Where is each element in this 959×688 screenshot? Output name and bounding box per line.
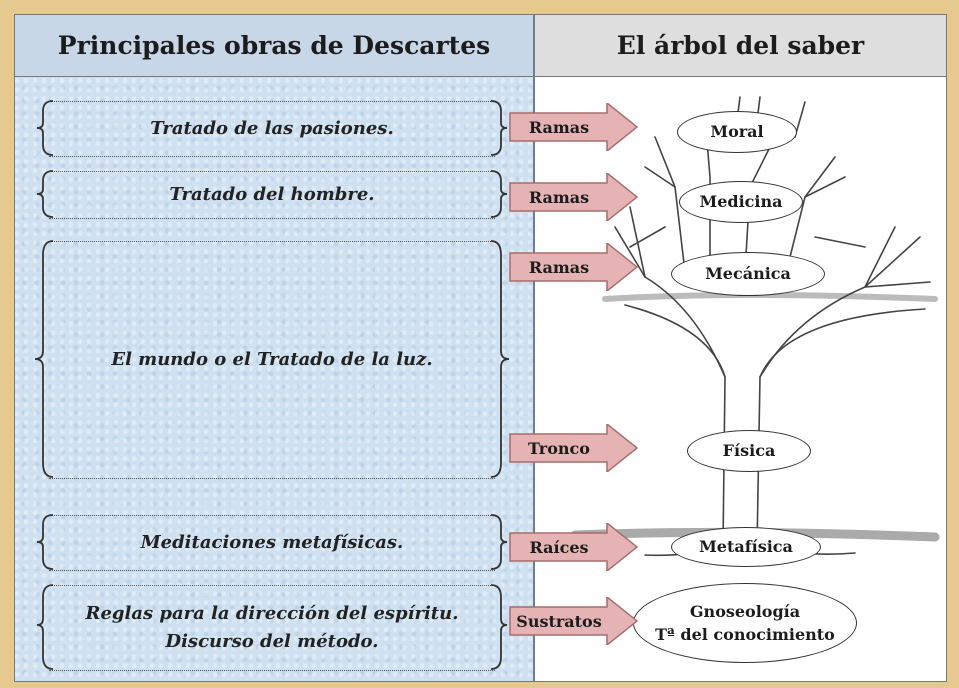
node-moral: Moral [677,111,797,153]
arrow-ramas-1: Ramas [509,101,639,153]
work-label-2: Discurso del método. [165,631,379,652]
work-mundo: El mundo o el Tratado de la luz. [49,241,495,479]
node-fisica: Física [687,430,811,472]
work-hombre: Tratado del hombre. [49,171,495,219]
trunk-left [624,304,726,548]
arrow-sustratos: Sustratos [509,595,639,647]
works-header: Principales obras de Descartes [15,15,533,77]
node-gnoseologia-line2: Tª del conocimiento [655,625,835,644]
ground-upper [602,292,938,302]
arrow-shape [509,521,639,573]
node-metafisica: Metafísica [671,527,821,567]
node-mecanica: Mecánica [671,252,825,296]
braces [34,100,510,670]
node-gnoseologia: Gnoseología Tª del conocimiento [633,583,857,663]
column-divider [533,15,535,681]
arrow-ramas-3: Ramas [509,241,639,293]
arrow-shape [509,101,639,153]
node-gnoseologia-line1: Gnoseología [689,601,801,621]
arrow-label: Raíces [529,537,589,557]
tree-header: El árbol del saber [535,15,946,77]
work-reglas: Reglas para la dirección del espíritu. D… [49,585,495,671]
arrow-shape [509,241,639,293]
arrow-label: Ramas [528,257,590,277]
arrow-shape [509,595,639,647]
arrow-label: Sustratos [516,611,602,631]
work-label: Reglas para la dirección del espíritu. [85,603,459,625]
diagram-panel: Principales obras de Descartes El árbol … [14,14,947,682]
work-label: Meditaciones metafísicas. [140,532,404,554]
arrow-label: Ramas [528,117,590,137]
node-medicina: Medicina [679,181,803,223]
arrow-label: Ramas [528,187,590,207]
arrow-raices: Raíces [509,521,639,573]
work-label: Tratado de las pasiones. [150,118,394,140]
arrow-label: Tronco [528,438,590,458]
work-label: Tratado del hombre. [169,184,375,206]
arrow-ramas-2: Ramas [509,171,639,223]
work-label: El mundo o el Tratado de la luz. [111,349,433,371]
arrow-shape [509,171,639,223]
work-meditaciones: Meditaciones metafísicas. [49,515,495,571]
work-pasiones: Tratado de las pasiones. [49,101,495,157]
arrow-shape [509,422,639,474]
arrow-tronco: Tronco [509,422,639,474]
